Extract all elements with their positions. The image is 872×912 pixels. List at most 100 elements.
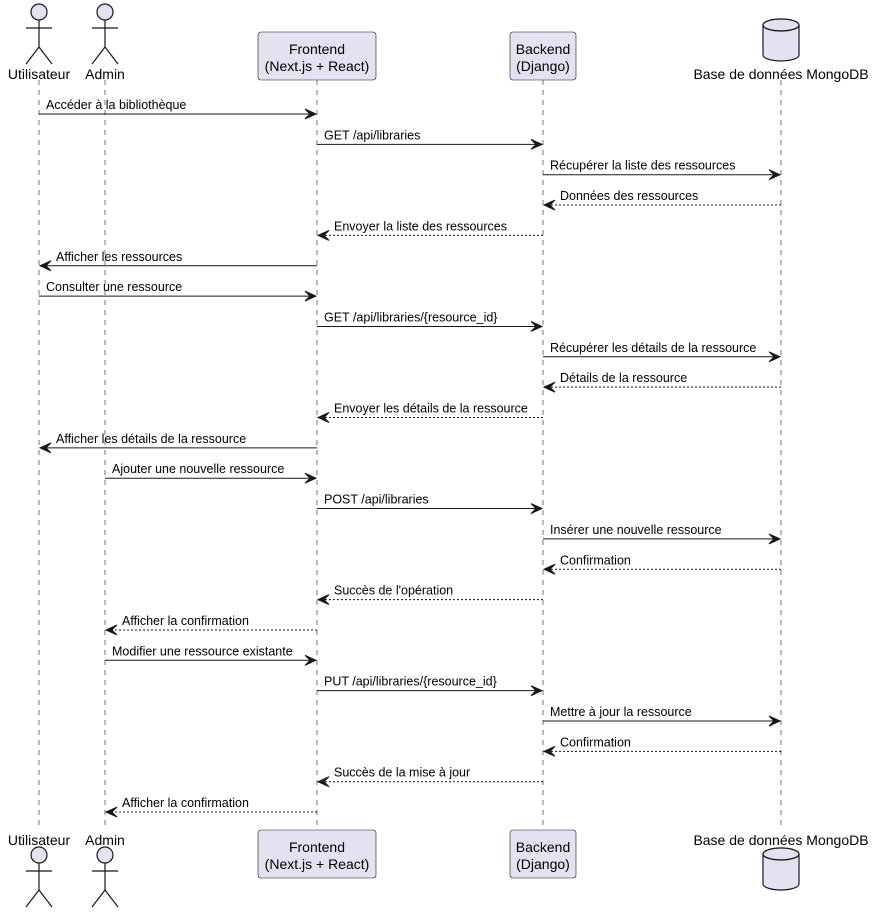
participant-user-top: Utilisateur: [8, 3, 71, 82]
message-18: Afficher la confirmation: [104, 614, 317, 636]
participant-label-line: (Next.js + React): [265, 856, 370, 872]
message-arrowhead: [304, 654, 318, 666]
actor-figure-icon: [25, 3, 53, 65]
message-arrowhead: [768, 533, 782, 545]
database-cylinder-icon: [762, 18, 800, 62]
participant-label-line: Frontend: [289, 41, 345, 57]
participant-label: Base de données MongoDB: [693, 66, 868, 82]
message-label: GET /api/libraries: [324, 128, 420, 142]
participant-backend-bottom: Backend(Django): [509, 829, 577, 879]
message-arrowhead: [316, 412, 330, 423]
participant-label: Base de données MongoDB: [693, 832, 868, 848]
message-4: Données des ressources: [542, 189, 781, 211]
message-15: Insérer une nouvelle ressource: [543, 523, 782, 545]
message-arrowhead: [530, 503, 544, 515]
message-label: Consulter une ressource: [46, 280, 182, 294]
participant-user-bottom: Utilisateur: [8, 832, 71, 908]
actor-figure-icon: [25, 846, 53, 908]
database-cylinder-icon: [762, 847, 800, 891]
message-9: Récupérer les détails de la ressource: [543, 341, 782, 363]
participant-label: Admin: [85, 66, 125, 82]
message-21: Mettre à jour la ressource: [543, 705, 782, 727]
message-arrowhead: [542, 745, 556, 757]
message-22: Confirmation: [542, 735, 781, 757]
message-arrowhead: [530, 685, 544, 697]
message-1: Accéder à la bibliothèque: [39, 98, 318, 120]
message-3: Récupérer la liste des ressources: [543, 159, 782, 181]
message-label: Mettre à jour la ressource: [550, 705, 692, 719]
message-arrowhead: [542, 199, 556, 211]
message-arrowhead: [530, 138, 544, 150]
message-arrowhead: [304, 472, 318, 484]
message-10: Détails de la ressource: [542, 371, 781, 393]
message-label: Succès de la mise à jour: [334, 766, 470, 780]
message-arrowhead: [104, 806, 118, 818]
message-arrowhead: [316, 229, 330, 241]
message-label: Afficher les détails de la ressource: [56, 432, 246, 446]
message-arrowhead: [304, 290, 318, 302]
participants-top: Utilisateur Admin Frontend(Next.js + React…: [8, 3, 869, 82]
participant-box: [257, 829, 377, 879]
message-11: Envoyer les détails de la ressource: [316, 402, 543, 423]
participant-box: [257, 31, 377, 81]
participants-bottom: Utilisateur Admin Frontend(Next.js + React…: [8, 829, 869, 908]
message-13: Ajouter une nouvelle ressource: [105, 462, 318, 484]
participant-label: Utilisateur: [8, 66, 71, 82]
message-label: Envoyer les détails de la ressource: [334, 402, 528, 416]
message-label: Accéder à la bibliothèque: [46, 98, 186, 112]
message-arrowhead: [768, 351, 782, 363]
message-arrowhead: [316, 594, 330, 606]
participant-frontend-bottom: Frontend(Next.js + React): [257, 829, 377, 879]
participant-label-line: (Django): [516, 856, 570, 872]
message-arrowhead: [38, 260, 52, 272]
participant-label-line: Frontend: [289, 839, 345, 855]
message-label: Envoyer la liste des ressources: [334, 219, 507, 233]
message-12: Afficher les détails de la ressource: [38, 432, 317, 454]
message-label: Ajouter une nouvelle ressource: [112, 462, 284, 476]
message-arrowhead: [304, 108, 318, 120]
participant-label-line: (Next.js + React): [265, 58, 370, 74]
message-label: Confirmation: [560, 735, 631, 749]
message-arrowhead: [768, 169, 782, 181]
message-label: Données des ressources: [560, 189, 698, 203]
participant-label: Utilisateur: [8, 832, 71, 848]
message-label: Détails de la ressource: [560, 371, 687, 385]
message-5: Envoyer la liste des ressources: [316, 219, 543, 241]
message-arrowhead: [316, 776, 330, 788]
message-label: PUT /api/libraries/{resource_id}: [324, 675, 497, 689]
message-23: Succès de la mise à jour: [316, 766, 543, 788]
message-19: Modifier une ressource existante: [105, 644, 318, 666]
message-20: PUT /api/libraries/{resource_id}: [317, 675, 544, 697]
participant-admin-top: Admin: [85, 3, 125, 82]
actor-figure-icon: [91, 846, 119, 908]
message-label: Modifier une ressource existante: [112, 644, 293, 658]
participant-label-line: Backend: [516, 839, 570, 855]
message-label: GET /api/libraries/{resource_id}: [324, 310, 497, 324]
message-8: GET /api/libraries/{resource_id}: [317, 310, 544, 332]
participant-box: [509, 829, 577, 879]
message-2: GET /api/libraries: [317, 128, 544, 150]
participant-backend-top: Backend(Django): [509, 31, 577, 81]
message-label: Succès de l'opération: [334, 584, 453, 598]
message-label: Confirmation: [560, 553, 631, 567]
participant-label: Admin: [85, 832, 125, 848]
message-label: Insérer une nouvelle ressource: [550, 523, 722, 537]
participant-db-bottom: Base de données MongoDB: [693, 832, 869, 891]
message-label: Afficher la confirmation: [122, 614, 249, 628]
participant-db-top: Base de données MongoDB: [693, 18, 869, 82]
message-arrowhead: [768, 715, 782, 727]
message-7: Consulter une ressource: [39, 280, 318, 302]
message-arrowhead: [530, 320, 544, 332]
actor-figure-icon: [91, 3, 119, 65]
participant-frontend-top: Frontend(Next.js + React): [257, 31, 377, 81]
message-label: POST /api/libraries: [324, 493, 429, 507]
message-14: POST /api/libraries: [317, 493, 544, 515]
message-label: Récupérer les détails de la ressource: [550, 341, 756, 355]
message-arrowhead: [542, 381, 556, 393]
participant-box: [509, 31, 577, 81]
participant-label-line: Backend: [516, 41, 570, 57]
message-17: Succès de l'opération: [316, 584, 543, 606]
message-label: Afficher les ressources: [56, 250, 182, 264]
